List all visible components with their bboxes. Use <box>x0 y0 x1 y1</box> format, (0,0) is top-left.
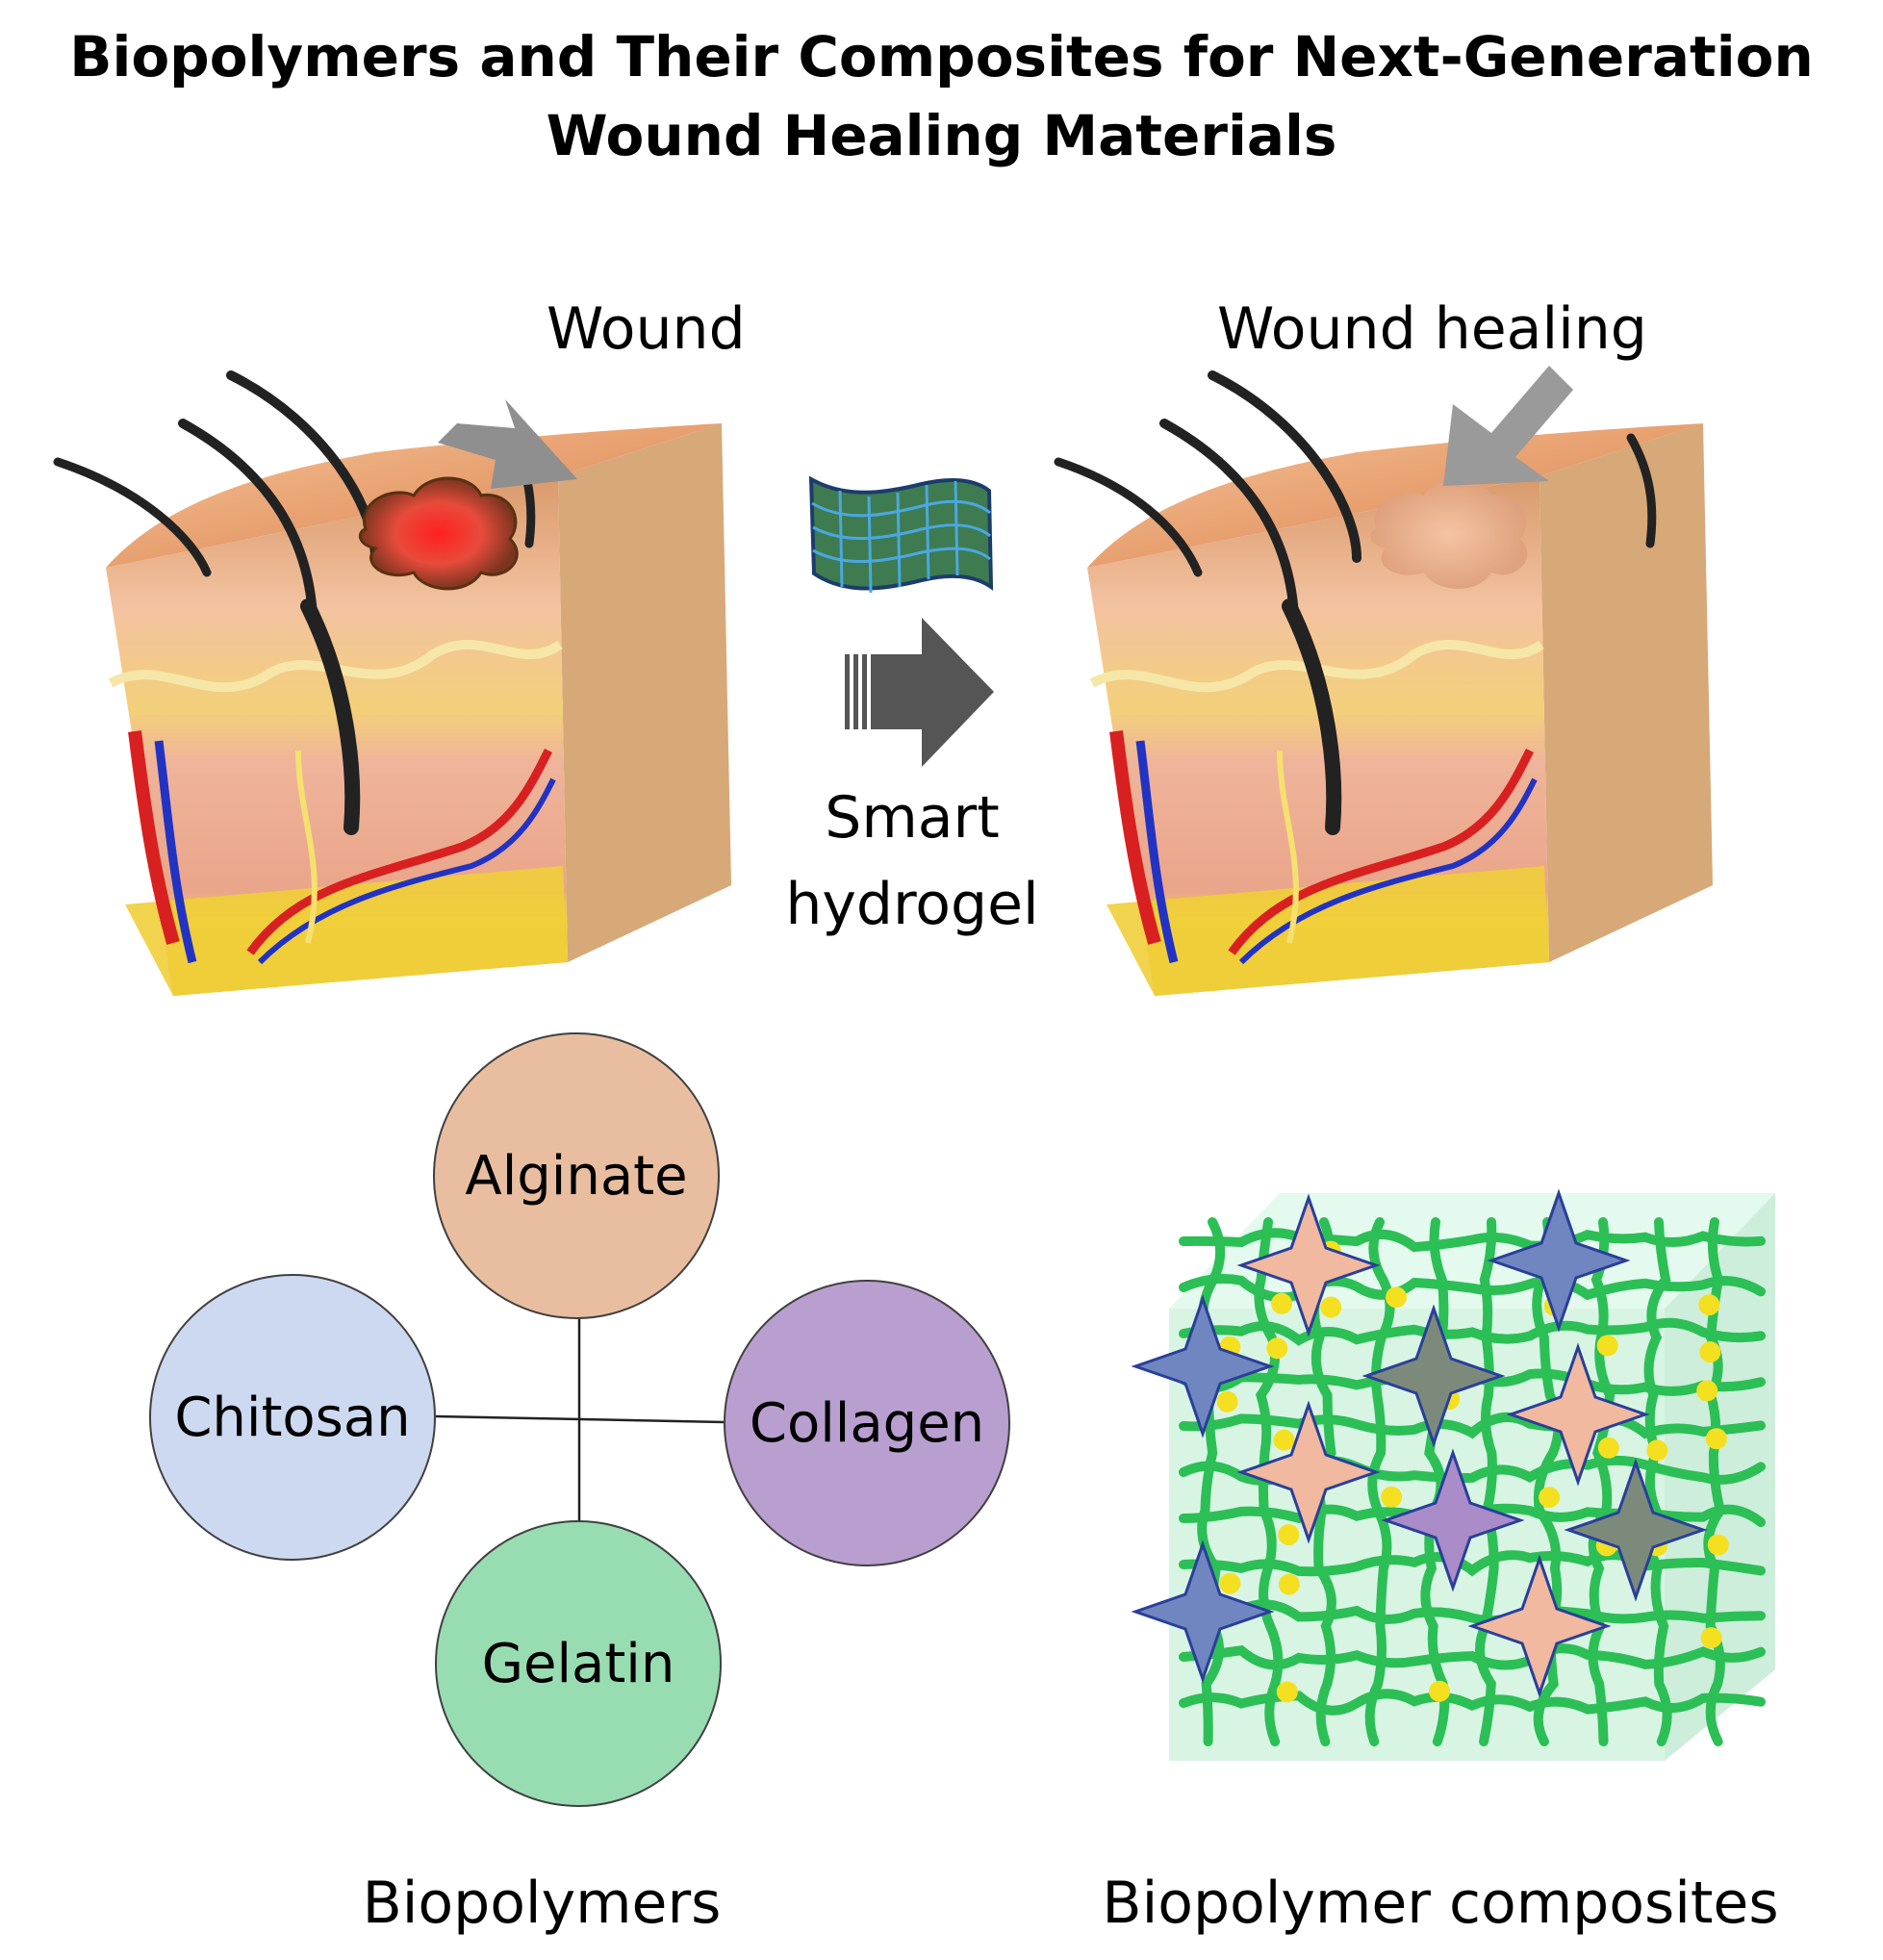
crosslink-dot <box>1646 1439 1668 1462</box>
polymer-fiber <box>1179 1413 1766 1439</box>
collagen-node: Collagen <box>724 1280 1010 1566</box>
crosslink-dot <box>1696 1380 1718 1402</box>
crosslink-dot <box>1539 1487 1561 1509</box>
wound-healing-label: Wound healing <box>1217 295 1647 363</box>
chitosan-node: Chitosan <box>149 1274 436 1561</box>
polymer-fiber <box>1588 1217 1616 1746</box>
alginate-node: Alginate <box>433 1032 720 1319</box>
crosslink-dot <box>1698 1294 1720 1316</box>
crosslink-dot <box>1273 1429 1295 1451</box>
crosslink-dot <box>1699 1341 1721 1363</box>
crosslink-dot <box>1216 1390 1238 1413</box>
wound-label: Wound <box>547 295 746 363</box>
polymer-fiber <box>1475 1217 1499 1746</box>
smart-hydrogel-patch-icon <box>808 475 994 594</box>
collagen-label: Collagen <box>749 1391 985 1455</box>
nanofiller-star <box>1361 1304 1506 1448</box>
crosslink-dot <box>1707 1534 1729 1556</box>
crosslink-dot <box>1266 1337 1288 1360</box>
wound-arrow-icon <box>438 399 577 489</box>
crosslink-dot <box>1597 1437 1619 1459</box>
gelatin-node: Gelatin <box>435 1520 722 1807</box>
wounded-skin-illustration <box>53 370 731 996</box>
biopolymer-composites-caption: Biopolymer composites <box>1102 1870 1779 1937</box>
crosslink-dot <box>1276 1681 1298 1703</box>
biopolymer-composite-illustration <box>1131 1188 1775 1761</box>
polymer-fiber <box>1179 1317 1766 1346</box>
crosslink-dot <box>1271 1292 1293 1314</box>
healed-skin-illustration <box>1054 366 1713 996</box>
nanofiller-star <box>1564 1458 1708 1602</box>
title-line-1: Biopolymers and Their Composites for Nex… <box>69 24 1814 89</box>
nanofiller-star <box>1236 1400 1381 1544</box>
crosslink-dot <box>1278 1524 1300 1546</box>
smart-hydrogel-label-line2: hydrogel <box>785 871 1039 938</box>
nanofiller-star <box>1131 1294 1275 1438</box>
figure-title: Biopolymers and Their Composites for Nex… <box>0 17 1883 176</box>
crosslink-dot <box>1320 1296 1342 1318</box>
polymer-fiber <box>1643 1217 1672 1746</box>
crosslink-dot <box>1386 1286 1408 1309</box>
nanofiller-star <box>1506 1342 1650 1487</box>
title-line-2: Wound Healing Materials <box>546 103 1337 169</box>
nanofiller-star <box>1381 1448 1525 1592</box>
gelatin-label: Gelatin <box>481 1632 675 1695</box>
treatment-arrow-icon <box>845 618 994 767</box>
crosslink-dot <box>1705 1428 1727 1450</box>
crosslink-dot <box>1429 1680 1451 1702</box>
nanofiller-star <box>1467 1554 1612 1698</box>
healing-arrow-icon <box>1443 366 1573 486</box>
crosslink-dot <box>1381 1486 1403 1508</box>
nanofiller-star <box>1487 1188 1631 1333</box>
crosslink-dot <box>1219 1572 1241 1594</box>
smart-hydrogel-label-line1: Smart <box>825 784 1000 852</box>
crosslink-dot <box>1596 1335 1618 1357</box>
chitosan-label: Chitosan <box>174 1386 411 1449</box>
crosslink-dot <box>1700 1627 1722 1649</box>
nanofiller-star <box>1236 1193 1381 1337</box>
crosslink-dot <box>1278 1573 1300 1595</box>
biopolymers-caption: Biopolymers <box>362 1870 722 1937</box>
alginate-label: Alginate <box>465 1144 688 1208</box>
nanofiller-star <box>1131 1540 1275 1684</box>
